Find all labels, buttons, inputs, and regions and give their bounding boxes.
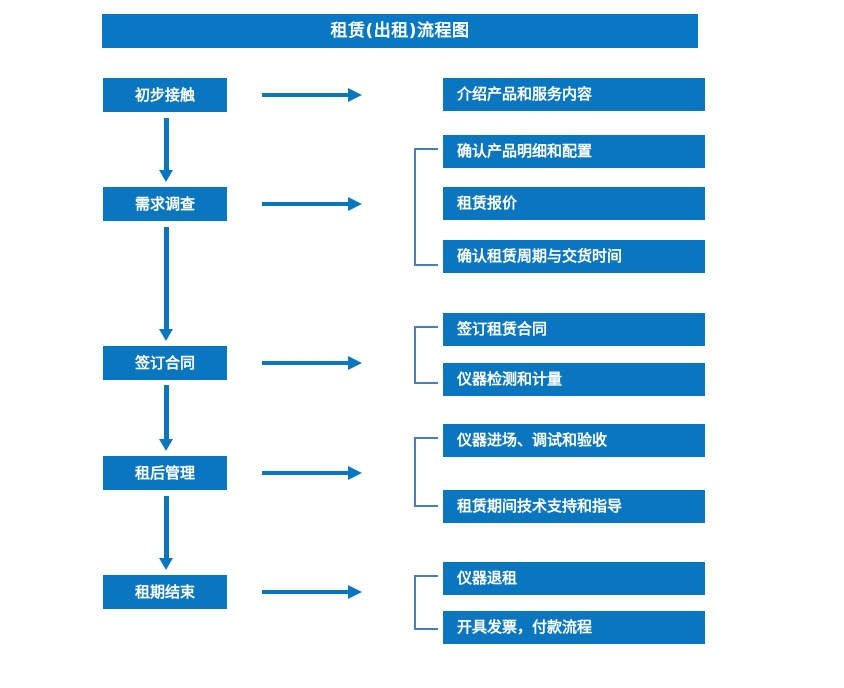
detail-label-5: 签订租赁合同 [457,320,548,338]
stage-box-2[interactable]: 需求调查 [103,187,227,221]
group-bracket-stage-3 [414,326,438,384]
down-arrow-stage-4-to-5 [159,496,173,570]
detail-box-8[interactable]: 租赁期间技术支持和指导 [443,490,705,523]
stage-label-3: 签订合同 [134,353,195,372]
right-arrow-shaft-3 [262,361,350,365]
right-arrow-stage-5 [262,585,362,599]
down-arrow-shaft-2 [164,227,169,329]
detail-box-6[interactable]: 仪器检测和计量 [443,363,705,396]
detail-label-8: 租赁期间技术支持和指导 [457,497,623,515]
down-arrow-head-3 [159,439,173,451]
detail-label-3: 租赁报价 [457,194,518,212]
stage-label-5: 租期结束 [134,582,195,601]
detail-box-4[interactable]: 确认租赁周期与交货时间 [443,240,705,273]
detail-box-1[interactable]: 介绍产品和服务内容 [443,78,705,111]
right-arrow-head-5 [348,585,362,599]
stage-box-5[interactable]: 租期结束 [103,575,227,609]
stage-label-1: 初步接触 [134,85,195,104]
group-bracket-stage-5 [414,575,438,630]
right-arrow-stage-4 [262,466,362,480]
detail-box-3[interactable]: 租赁报价 [443,187,705,220]
group-bracket-stage-4 [414,437,438,507]
detail-box-9[interactable]: 仪器退租 [443,562,705,595]
right-arrow-stage-3 [262,356,362,370]
stage-box-4[interactable]: 租后管理 [103,456,227,490]
right-arrow-head-2 [348,197,362,211]
diagram-title: 租赁(出租)流程图 [330,20,470,41]
stage-box-1[interactable]: 初步接触 [103,78,227,112]
right-arrow-shaft-5 [262,590,350,594]
detail-label-6: 仪器检测和计量 [457,370,563,388]
stage-label-4: 租后管理 [134,463,195,482]
diagram-title-bar: 租赁(出租)流程图 [102,14,698,48]
down-arrow-stage-3-to-4 [159,385,173,451]
down-arrow-head-1 [159,170,173,182]
detail-box-7[interactable]: 仪器进场、调试和验收 [443,424,705,457]
down-arrow-head-4 [159,558,173,570]
right-arrow-stage-1 [262,88,362,102]
detail-label-2: 确认产品明细和配置 [457,142,593,160]
down-arrow-shaft-3 [164,385,169,439]
right-arrow-shaft-4 [262,471,350,475]
detail-label-1: 介绍产品和服务内容 [457,85,593,103]
right-arrow-stage-2 [262,197,362,211]
detail-box-5[interactable]: 签订租赁合同 [443,313,705,346]
detail-label-4: 确认租赁周期与交货时间 [457,247,623,265]
down-arrow-stage-2-to-3 [159,227,173,341]
group-bracket-stage-2 [414,148,438,266]
detail-box-10[interactable]: 开具发票，付款流程 [443,611,705,644]
detail-label-10: 开具发票，付款流程 [457,618,593,636]
right-arrow-head-1 [348,88,362,102]
stage-box-3[interactable]: 签订合同 [103,346,227,380]
right-arrow-shaft-1 [262,93,350,97]
detail-label-7: 仪器进场、调试和验收 [457,431,608,449]
stage-label-2: 需求调查 [134,194,195,213]
detail-box-2[interactable]: 确认产品明细和配置 [443,135,705,168]
right-arrow-head-3 [348,356,362,370]
down-arrow-shaft-4 [164,496,169,558]
right-arrow-shaft-2 [262,202,350,206]
down-arrow-stage-1-to-2 [159,118,173,182]
detail-label-9: 仪器退租 [457,569,518,587]
right-arrow-head-4 [348,466,362,480]
down-arrow-shaft-1 [164,118,169,170]
down-arrow-head-2 [159,329,173,341]
